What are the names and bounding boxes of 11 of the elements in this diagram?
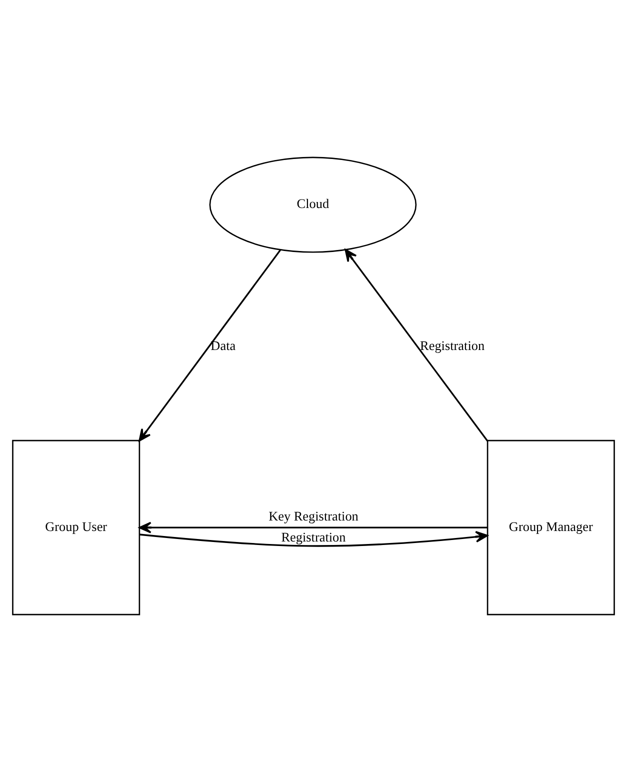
edge-label: Registration: [281, 528, 346, 544]
edge-label: Data: [210, 337, 236, 352]
node-ellipse: Cloud: [209, 156, 417, 252]
node-box: Group Manager: [486, 439, 615, 615]
arrow: [138, 521, 488, 533]
arrow: [139, 530, 488, 546]
arrow: [344, 248, 488, 441]
edge-label: Registration: [420, 337, 485, 352]
arrow: [138, 248, 282, 441]
node-box: Group User: [12, 439, 140, 615]
edge-label: Key Registration: [268, 508, 358, 524]
